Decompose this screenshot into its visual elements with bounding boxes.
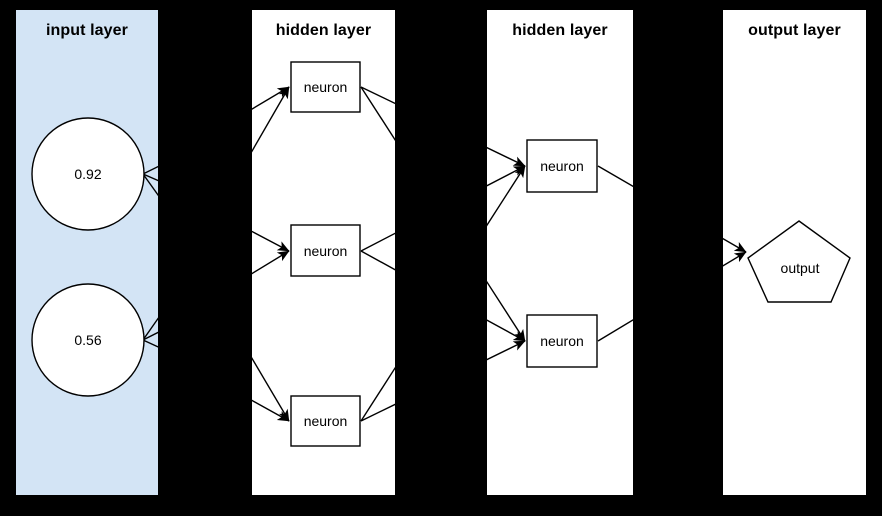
hidden1-node-1-label: neuron	[303, 79, 348, 95]
input-node-1-label: 0.92	[74, 166, 102, 182]
hidden2-node-1-label: neuron	[540, 158, 584, 174]
output-node-1-label: output	[780, 260, 820, 276]
output-layer-title: output layer	[748, 22, 841, 39]
panel-input-layer: input layer	[16, 10, 158, 495]
hidden-layer-2-title: hidden layer	[512, 22, 608, 39]
input-node-2-label: 0.56	[74, 332, 102, 348]
input-layer-title: input layer	[45, 22, 128, 39]
hidden2-node-2-label: neuron	[540, 333, 584, 349]
hidden-layer-1-title: hidden layer	[275, 22, 372, 39]
hidden1-node-3-label: neuron	[303, 413, 348, 429]
panel-output-layer: output layer	[723, 10, 866, 495]
panel-hidden-layer-2: hidden layer	[487, 10, 633, 495]
hidden1-node-2-label: neuron	[303, 243, 348, 259]
